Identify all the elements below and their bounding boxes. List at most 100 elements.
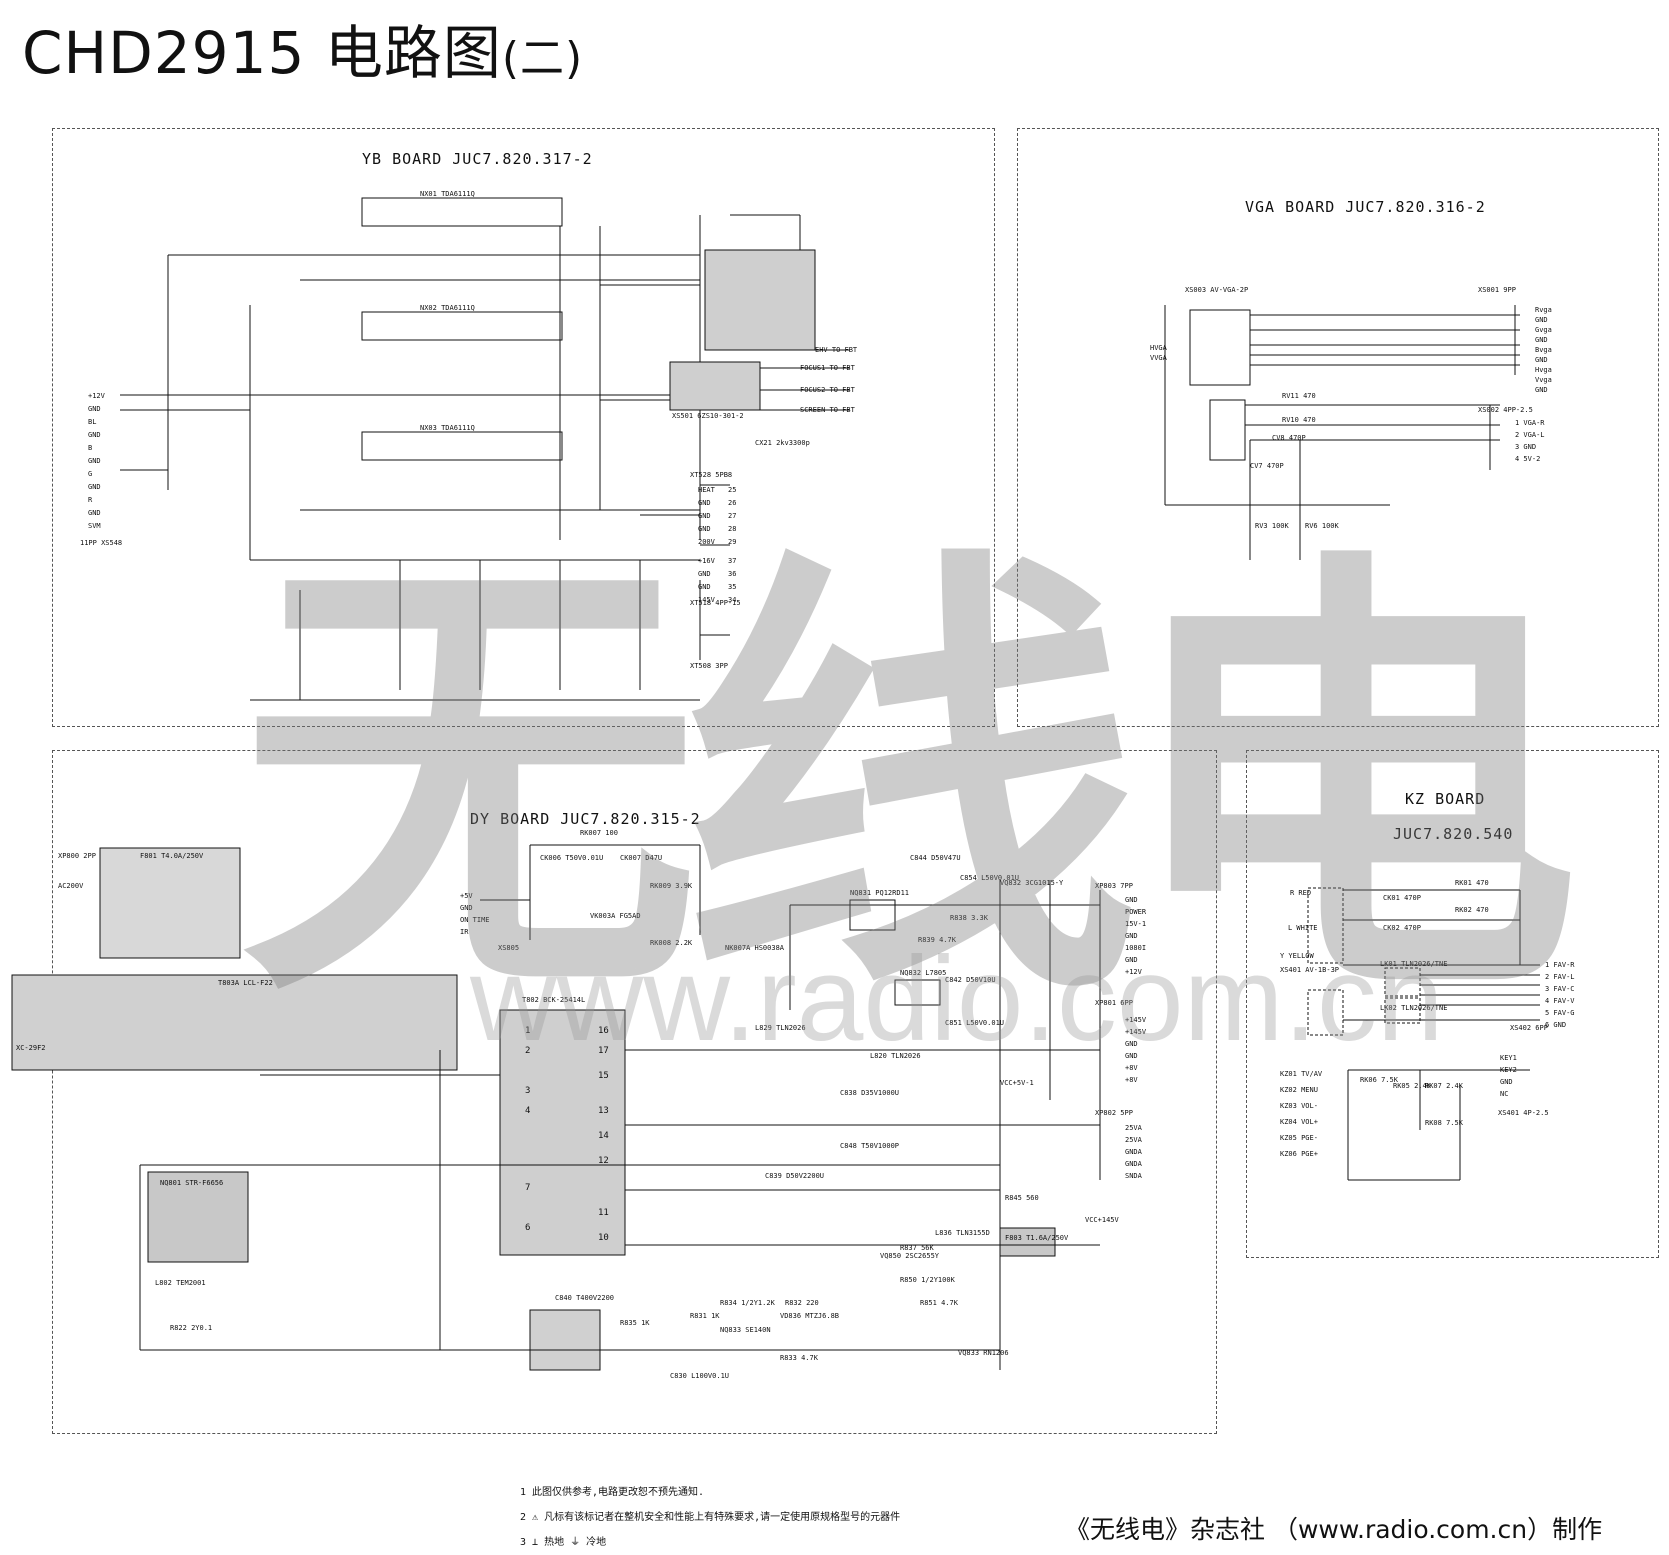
svg-text:15V-1: 15V-1: [1125, 920, 1146, 928]
svg-text:C851 L50V0.01U: C851 L50V0.01U: [945, 1019, 1004, 1027]
yb-vm-pins: +16V GND GND 145V 37 36 35 34: [698, 557, 736, 604]
svg-text:GND: GND: [1125, 932, 1138, 940]
kz-av-jacks: [1307, 887, 1344, 964]
input-filter-area: [11, 974, 458, 1071]
svg-text:200V: 200V: [698, 538, 716, 546]
conn-pin-label: G: [88, 470, 92, 478]
fuse-area: [99, 847, 241, 959]
svg-text:L820 TLN2026: L820 TLN2026: [870, 1052, 921, 1060]
svg-text:VQ833 RN1206: VQ833 RN1206: [958, 1349, 1009, 1357]
svg-text:LK01 TLN2026/TNE: LK01 TLN2026/TNE: [1380, 960, 1447, 968]
svg-text:RK05 2.4K: RK05 2.4K: [1393, 1082, 1432, 1090]
svg-text:VQ850 2SC2655Y: VQ850 2SC2655Y: [880, 1252, 940, 1260]
svg-text:5 FAV-G: 5 FAV-G: [1545, 1009, 1575, 1017]
t802-pin-numbers: 1 2 3 4 7 6 16 17 15 13 14 12 11 10: [525, 1026, 609, 1243]
svg-text:25VA: 25VA: [1125, 1136, 1143, 1144]
svg-text:+145V: +145V: [1125, 1016, 1147, 1024]
svg-text:NK007A HS0038A: NK007A HS0038A: [725, 944, 785, 952]
svg-text:CV8 470P: CV8 470P: [1272, 434, 1306, 442]
svg-text:GND: GND: [1500, 1078, 1513, 1086]
svg-text:C839 D50V2200U: C839 D50V2200U: [765, 1172, 824, 1180]
svg-text:6: 6: [525, 1223, 530, 1233]
svg-text:KZ03 VOL-: KZ03 VOL-: [1280, 1102, 1318, 1110]
svg-text:26: 26: [728, 499, 736, 507]
svg-text:RK02 470: RK02 470: [1455, 906, 1489, 914]
conn-pin-label: R: [88, 496, 93, 504]
page-title: CHD2915 电路图(二): [22, 19, 584, 87]
svg-text:R837 56K: R837 56K: [900, 1244, 935, 1252]
svg-text:RV3 100K: RV3 100K: [1255, 522, 1290, 530]
svg-text:4 5V-2: 4 5V-2: [1515, 455, 1540, 463]
nq833-area: [529, 1309, 601, 1371]
svg-text:GND: GND: [460, 904, 473, 912]
svg-text:R835 1K: R835 1K: [620, 1319, 650, 1327]
svg-text:KZ05 PGE-: KZ05 PGE-: [1280, 1134, 1318, 1142]
svg-text:4 FAV-V: 4 FAV-V: [1545, 997, 1575, 1005]
svg-text:RK008 2.2K: RK008 2.2K: [650, 939, 693, 947]
svg-text:F801 T4.0A/250V: F801 T4.0A/250V: [140, 852, 204, 860]
svg-text:R832 220: R832 220: [785, 1299, 819, 1307]
conn-pin-label: +12V: [88, 392, 106, 400]
conn-pin-label: GND: [88, 431, 101, 439]
conn-pin-label: GND: [88, 509, 101, 517]
svg-text:12: 12: [598, 1156, 609, 1166]
svg-text:NQ832 L7805: NQ832 L7805: [900, 969, 946, 977]
svg-text:XP801 6PP: XP801 6PP: [1095, 999, 1133, 1007]
svg-text:6 GND: 6 GND: [1545, 1021, 1566, 1029]
svg-text:AC200V: AC200V: [58, 882, 84, 890]
svg-text:XS401 4P-2.5: XS401 4P-2.5: [1498, 1109, 1549, 1117]
note-1: 1 此图仅供参考,电路更改恕不预先通知.: [520, 1487, 705, 1498]
crt-socket: [704, 249, 816, 351]
svg-text:R834 1/2Y1.2K: R834 1/2Y1.2K: [720, 1299, 776, 1307]
svg-text:35: 35: [728, 583, 736, 591]
svg-text:36: 36: [728, 570, 736, 578]
kz-board-frame: [1246, 750, 1659, 1258]
kz-av-plug: [1307, 989, 1344, 1036]
svg-text:RK007 100: RK007 100: [580, 829, 618, 837]
kz-lk02: [1384, 997, 1421, 1024]
svg-text:R822 2Y0.1: R822 2Y0.1: [170, 1324, 212, 1332]
svg-text:R845 560: R845 560: [1005, 1194, 1039, 1202]
svg-text:XP800 2PP: XP800 2PP: [58, 852, 96, 860]
yb-heat-pins: HEAT GND GND GND 200V 25 26 27 28 29: [698, 486, 736, 546]
svg-text:R831 1K: R831 1K: [690, 1312, 720, 1320]
svg-text:+12V: +12V: [1125, 968, 1143, 976]
svg-text:VCC+145V: VCC+145V: [1085, 1216, 1120, 1224]
svg-text:XS401 AV-1B-3P: XS401 AV-1B-3P: [1280, 966, 1339, 974]
conn-pin-label: SVM: [88, 522, 101, 530]
svg-text:1 VGA-R: 1 VGA-R: [1515, 419, 1545, 427]
svg-text:14: 14: [598, 1131, 609, 1141]
svg-text:28: 28: [728, 525, 736, 533]
note-2: 2 ⚠ 凡标有该标记者在整机安全和性能上有特殊要求,请一定使用原规格型号的元器件: [520, 1512, 901, 1523]
svg-text:29: 29: [728, 538, 736, 546]
svg-text:CK007 D47U: CK007 D47U: [620, 854, 662, 862]
svg-text:NQ831 PQ12RD11: NQ831 PQ12RD11: [850, 889, 909, 897]
svg-text:EHV TO FBT: EHV TO FBT: [815, 346, 858, 354]
svg-text:KZ04 VOL+: KZ04 VOL+: [1280, 1118, 1318, 1126]
svg-text:145V: 145V: [698, 596, 716, 604]
svg-text:CK006 T50V0.01U: CK006 T50V0.01U: [540, 854, 603, 862]
svg-text:16: 16: [598, 1026, 609, 1036]
svg-text:XT508 3PP: XT508 3PP: [690, 662, 728, 670]
svg-text:CK01 470P: CK01 470P: [1383, 894, 1421, 902]
svg-text:GNDA: GNDA: [1125, 1148, 1143, 1156]
notes: 1 此图仅供参考,电路更改恕不预先通知. 2 ⚠ 凡标有该标记者在整机安全和性能…: [520, 1480, 900, 1555]
svg-text:RV11 470: RV11 470: [1282, 392, 1316, 400]
vga-labels: XS003 AV-VGA-2P XS001 9PP Rvga GND Gvga …: [1150, 286, 1552, 530]
svg-text:IR: IR: [460, 928, 469, 936]
svg-text:XS002 4PP-2.5: XS002 4PP-2.5: [1478, 406, 1533, 414]
svg-text:XP802 5PP: XP802 5PP: [1095, 1109, 1133, 1117]
svg-text:CV7 470P: CV7 470P: [1250, 462, 1284, 470]
svg-text:3: 3: [525, 1086, 530, 1096]
svg-text:Bvga: Bvga: [1535, 346, 1552, 354]
svg-text:RK08 7.5K: RK08 7.5K: [1425, 1119, 1464, 1127]
svg-text:15: 15: [598, 1071, 609, 1081]
svg-text:2 VGA-L: 2 VGA-L: [1515, 431, 1545, 439]
svg-text:KEY2: KEY2: [1500, 1066, 1517, 1074]
svg-text:SCREEN TO FBT: SCREEN TO FBT: [800, 406, 856, 414]
svg-text:KZ06 PGE+: KZ06 PGE+: [1280, 1150, 1318, 1158]
svg-text:KZ02 MENU: KZ02 MENU: [1280, 1086, 1318, 1094]
publisher-credit: 《无线电》杂志社 （www.radio.com.cn）制作: [1065, 1515, 1603, 1544]
ic-nx01: [361, 197, 563, 227]
svg-text:+16V: +16V: [698, 557, 716, 565]
